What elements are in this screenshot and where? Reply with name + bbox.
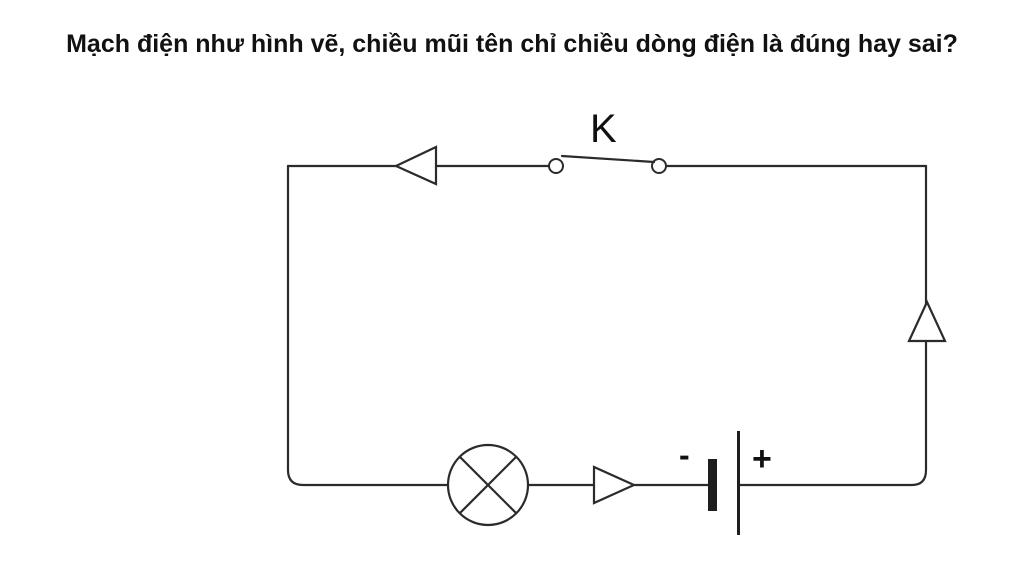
- battery-negative-plate: [708, 459, 717, 511]
- battery-positive-plate: [737, 431, 740, 535]
- arrow-bottom-right: [592, 465, 637, 505]
- arrow-right-up: [907, 299, 947, 343]
- question-text: Mạch điện như hình vẽ, chiều mũi tên chỉ…: [66, 30, 958, 58]
- battery-positive-label: +: [752, 440, 772, 478]
- switch-terminal-left: [548, 158, 564, 174]
- battery-negative-label: -: [679, 437, 690, 473]
- switch-k: K: [548, 107, 667, 174]
- wire-left: [286, 164, 450, 487]
- switch-terminal-right: [651, 158, 667, 174]
- switch-label: K: [590, 107, 617, 151]
- wire-bottom-right: [738, 164, 928, 487]
- lamp: [446, 443, 530, 527]
- switch-blade: [560, 154, 656, 164]
- lamp-cross: [458, 455, 518, 515]
- arrow-top-left: [393, 145, 438, 186]
- circuit-wires: [286, 164, 928, 487]
- lamp-circle: [446, 443, 530, 527]
- battery: - +: [679, 431, 772, 535]
